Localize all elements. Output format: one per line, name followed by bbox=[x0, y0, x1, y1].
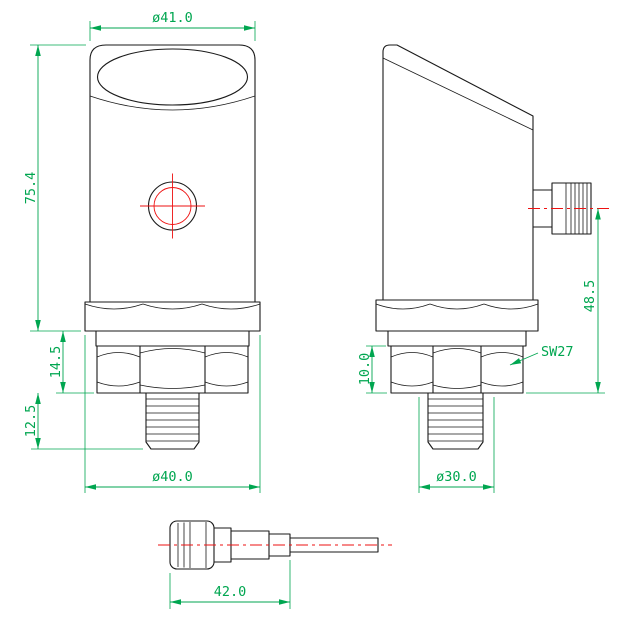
label-wrench-size: SW27 bbox=[541, 344, 574, 360]
cable bbox=[289, 537, 379, 553]
dim-top-diameter: ø41.0 bbox=[152, 10, 193, 26]
dim-connector-to-nut-height: 48.5 bbox=[582, 280, 598, 313]
connector-view: 42.0 bbox=[158, 520, 392, 609]
dim-connector-length: 42.0 bbox=[214, 584, 247, 600]
hex-nut-side bbox=[390, 345, 524, 394]
display-lens bbox=[96, 48, 249, 106]
dim-seat-diameter: ø30.0 bbox=[436, 469, 477, 485]
dim-collar-height: 14.5 bbox=[48, 346, 64, 379]
side-view-dimensions: 48.5 10.0 SW27 ø30.0 bbox=[357, 208, 605, 493]
side-view: 48.5 10.0 SW27 ø30.0 bbox=[357, 44, 610, 493]
hex-nut-front bbox=[96, 345, 249, 394]
dim-thread-length: 12.5 bbox=[23, 405, 39, 438]
connector-barrel bbox=[551, 182, 592, 235]
front-view-outline bbox=[84, 44, 261, 450]
dim-body-height: 75.4 bbox=[23, 172, 39, 205]
front-view-centerlines bbox=[140, 173, 205, 239]
connector-view-dimensions: 42.0 bbox=[169, 560, 291, 609]
front-view-dimensions: ø41.0 75.4 14.5 12.5 ø40.0 bbox=[23, 10, 261, 493]
side-view-outline bbox=[375, 44, 592, 450]
dim-nut-height: 10.0 bbox=[357, 353, 373, 386]
front-view: ø41.0 75.4 14.5 12.5 ø40.0 bbox=[23, 10, 261, 493]
connector-stem bbox=[532, 189, 553, 228]
dim-collar-diameter: ø40.0 bbox=[152, 469, 193, 485]
